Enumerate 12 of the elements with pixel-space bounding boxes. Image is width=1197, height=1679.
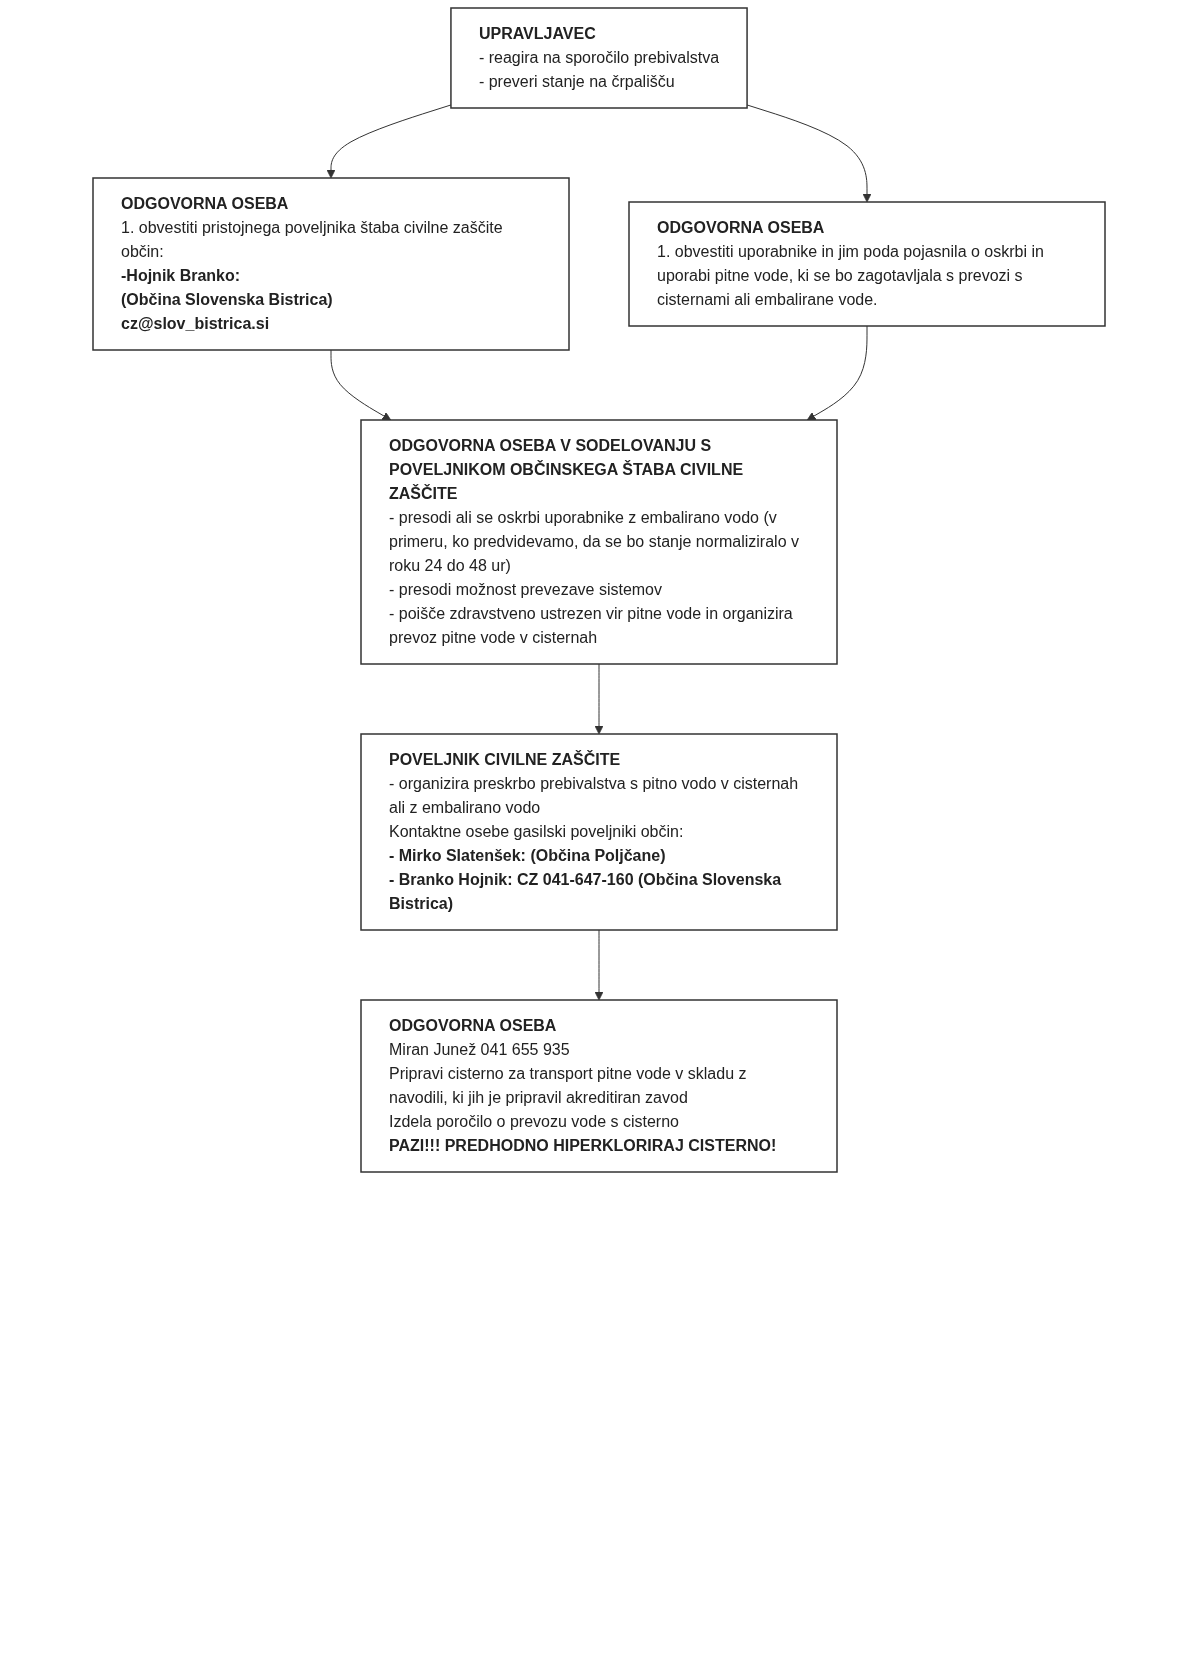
node-box: ODGOVORNA OSEBA V SODELOVANJU S POVELJNIKOM OBČINSKEGA ŠTABA CIVILNE ZAŠČITE - presodi ali se oskrbi uporabnike z embalirano vodo (v primeru, ko predvidevamo, da se bo stanje normaliziralo v roku 24 do 48 ur) - presodi možnost prevezave sistemov - poišče zdravstveno ustrezen vir pitne vode in organizira prevoz pitne vode v cisternah (359, 419, 838, 665)
arrow (594, 663, 603, 735)
arrow (806, 325, 867, 421)
arrow (594, 929, 603, 1001)
arrow (746, 104, 871, 203)
node-box: UPRAVLJAVEC - reagira na sporočilo prebivalstva - preveri stanje na črpališču (449, 7, 748, 109)
arrow (330, 349, 391, 421)
node-box: ODGOVORNA OSEBA Miran Junež 041 655 935 Pripravi cisterno za transport pitne vode v skladu z navodili, ki jih je pripravil akreditiran zavod Izdela poročilo o prevozu vode s cisterno PAZI!!! PREDHODNO HIPERKLORIRAJ CISTERNO! (359, 999, 838, 1173)
node-box: ODGOVORNA OSEBA 1. obvestiti uporabnike in jim poda pojasnila o oskrbi in uporabi pitne vode, ki se bo zagotavljala s prevozi s cisternami ali embalirane vode. (627, 201, 1106, 327)
node-box: ODGOVORNA OSEBA 1. obvestiti pristojnega poveljnika štaba civilne zaščite občin: -Hojnik Branko: (Občina Slovenska Bistrica) cz@slov_bistrica.si (91, 177, 570, 351)
arrow (326, 104, 451, 179)
node-box: POVELJNIK CIVILNE ZAŠČITE - organizira preskrbo prebivalstva s pitno vodo v cisternah ali z embalirano vodo Kontaktne osebe gasilski poveljniki občin: - Mirko Slatenšek: (Občina Poljčane) - Branko Hojnik: CZ 041-647-160 (Občina Slovenska Bistrica) (359, 733, 838, 931)
